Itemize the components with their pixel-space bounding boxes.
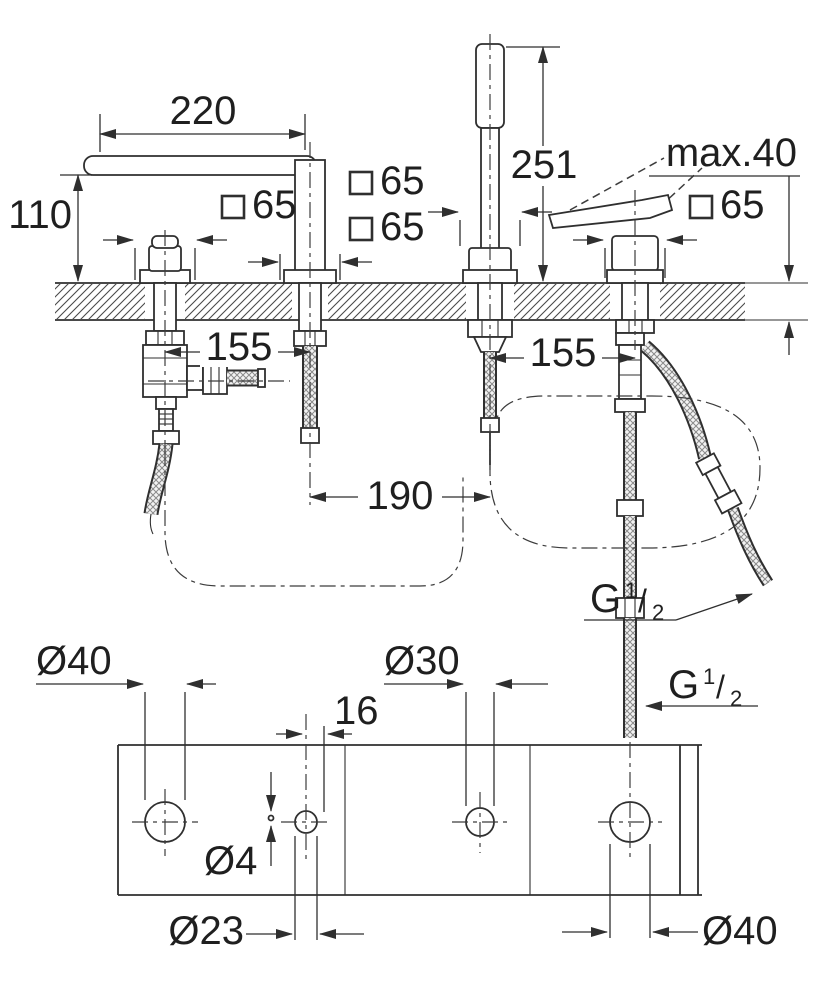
- dim-shower-height: 251: [506, 46, 582, 282]
- thread-bottom-slash: /: [716, 669, 725, 705]
- square-symbol: [348, 170, 374, 196]
- angled-hose-fitting: [694, 452, 743, 515]
- dim-escutcheon-spout: 65: [248, 205, 425, 280]
- dim-label-spacing-right: 155: [530, 331, 597, 375]
- shutoff-valve-fixture: [139, 235, 266, 535]
- dim-hole-right: Ø40: [562, 844, 778, 953]
- thread-bottom-prefix: G: [668, 663, 699, 707]
- dim-deck-thickness: max.40: [649, 131, 800, 355]
- dim-label-spacing-mid: 190: [367, 474, 434, 518]
- dim-spout-reach: 220: [99, 89, 306, 152]
- dim-label-esc-valve: 65: [252, 183, 297, 227]
- dim-hole-shower: Ø30: [384, 639, 548, 806]
- square-symbol: [348, 216, 374, 242]
- dim-label-hole-left: Ø40: [36, 639, 112, 683]
- thread-top-numerator: 1: [625, 578, 637, 603]
- hose-routing-loop-left: [164, 450, 464, 587]
- hole-pin: [267, 814, 275, 822]
- dim-hole-left: Ø40: [36, 639, 216, 800]
- hose-routing-loop-right: [489, 395, 761, 549]
- thread-bottom-numerator: 1: [703, 664, 715, 689]
- thread-bottom-denominator: 2: [730, 686, 742, 711]
- dim-label-spout-height: 110: [8, 193, 72, 237]
- dim-label-esc-lever: 65: [720, 183, 765, 227]
- dim-label-esc-shower: 65: [380, 159, 425, 203]
- thread-top-prefix: G: [590, 577, 621, 621]
- dim-spacing-spout-shower: 190: [309, 474, 491, 518]
- dim-hole-small-offset: 16: [276, 689, 379, 812]
- dim-label-esc-spout: 65: [380, 205, 425, 249]
- dim-escutcheon-valve: 65: [103, 183, 297, 280]
- single-lever-mixer-fixture: [547, 157, 774, 738]
- dim-escutcheon-shower: 65: [348, 159, 552, 246]
- dim-label-hole-small: Ø23: [168, 909, 244, 953]
- dim-label-shower-height: 251: [511, 143, 578, 187]
- thread-top-denominator: 2: [652, 600, 664, 625]
- dim-label-spout-reach: 220: [170, 89, 237, 133]
- spout-tube: [83, 155, 317, 176]
- square-symbol: [220, 194, 246, 220]
- dim-label-deck-thickness: max.40: [666, 131, 797, 175]
- lever-raised-position-outline: [569, 157, 665, 211]
- mixer-lever-handle: [547, 193, 674, 229]
- dim-spacing-valve-spout: 155: [164, 325, 311, 369]
- dim-spout-height: 110: [8, 174, 92, 282]
- thread-size-bottom: G 1 / 2: [645, 663, 758, 711]
- check-valve-body: [618, 344, 642, 400]
- square-symbol: [688, 194, 714, 220]
- dim-spacing-shower-lever: 155: [489, 331, 636, 375]
- plan-view-deck: [117, 714, 702, 896]
- dim-label-spacing-left: 155: [206, 325, 273, 369]
- thread-top-slash: /: [638, 583, 647, 619]
- dim-escutcheon-lever: 65: [573, 183, 765, 278]
- dim-hole-pin: Ø4: [204, 772, 276, 883]
- dim-label-hole-right: Ø40: [702, 909, 778, 953]
- dim-label-offset-16: 16: [334, 689, 379, 733]
- centerlines: [148, 34, 761, 587]
- dim-hole-small: Ø23: [168, 836, 364, 953]
- thread-size-top: G 1 / 2: [584, 577, 753, 625]
- mixer-supply-hose: [641, 342, 710, 460]
- dim-label-hole-pin: Ø4: [204, 839, 257, 883]
- dim-label-hole-shower: Ø30: [384, 639, 460, 683]
